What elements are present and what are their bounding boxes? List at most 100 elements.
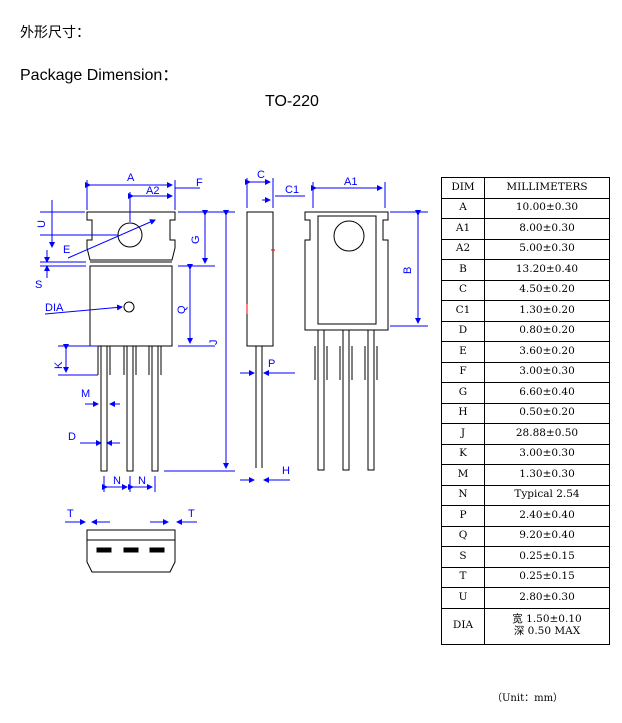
dia-width: 宽 1.50±0.10 (512, 613, 582, 626)
dim-cell: S (441, 546, 485, 568)
dia-depth: 深 0.50 MAX (513, 625, 581, 637)
dim-cell: M (441, 464, 485, 486)
millimeters-cell: 2.80±0.30 (484, 587, 610, 609)
millimeters-cell: 6.60±0.40 (484, 382, 610, 404)
millimeters-cell: 3.00±0.30 (484, 443, 610, 465)
millimeters-cell: Typical 2.54 (484, 484, 610, 506)
dim-cell: E (441, 341, 485, 363)
table-header-row: DIM MILLIMETERS (441, 177, 610, 199)
label-u: U (36, 220, 48, 228)
millimeters-cell: 5.00±0.30 (484, 238, 610, 260)
label-t1: T (67, 508, 74, 520)
label-t2: T (188, 508, 195, 520)
side-dimensions (240, 178, 305, 483)
package-name: TO-220 (265, 93, 319, 110)
millimeters-cell: 1.30±0.20 (484, 300, 610, 322)
dim-cell: H (441, 402, 485, 424)
label-m: M (81, 388, 90, 400)
label-s: S (35, 279, 42, 291)
millimeters-cell: 8.00±0.30 (484, 218, 610, 240)
millimeters-cell: 10.00±0.30 (484, 197, 610, 219)
header-dim: DIM (441, 177, 485, 199)
unit-note: （Unit：mm） (492, 693, 564, 704)
dim-cell: Q (441, 525, 485, 547)
millimeters-cell: 3.00±0.30 (484, 361, 610, 383)
label-a: A (127, 172, 135, 184)
back-view (304, 211, 389, 471)
label-g: G (190, 235, 202, 244)
dim-cell: N (441, 484, 485, 506)
label-b: B (402, 267, 414, 274)
dim-cell: G (441, 382, 485, 404)
millimeters-cell: 4.50±0.20 (484, 279, 610, 301)
label-c: C (257, 169, 265, 181)
label-k: K (53, 361, 65, 369)
millimeters-cell: 1.30±0.30 (484, 464, 610, 486)
millimeters-cell: 9.20±0.40 (484, 525, 610, 547)
dim-cell: A (441, 197, 485, 219)
label-n1: N (113, 475, 121, 487)
front-view (86, 211, 176, 472)
millimeters-cell: 0.25±0.15 (484, 566, 610, 588)
dim-cell: C (441, 279, 485, 301)
header-millimeters: MILLIMETERS (484, 177, 610, 199)
label-a2: A2 (146, 185, 159, 197)
label-e: E (63, 244, 70, 256)
bottom-view (86, 529, 176, 573)
dim-cell: U (441, 587, 485, 609)
dim-cell: B (441, 259, 485, 281)
back-dimensions (311, 182, 428, 327)
label-j: J (208, 340, 220, 346)
dim-cell: J (441, 423, 485, 445)
millimeters-cell: 28.88±0.50 (484, 423, 610, 445)
dim-cell: D (441, 320, 485, 342)
dimension-labels: A A2 F U E G S DIA Q J K M D N N C C1 P … (35, 169, 414, 520)
millimeters-cell: 0.80±0.20 (484, 320, 610, 342)
dim-cell: A2 (441, 238, 485, 260)
label-a1: A1 (344, 176, 357, 188)
label-q: Q (176, 305, 188, 314)
front-dimensions (40, 180, 235, 492)
title-english: Package Dimension： (20, 67, 179, 84)
package-drawing: A A2 F U E G S DIA Q J K M D N N C C1 P … (35, 169, 428, 573)
side-view (246, 211, 274, 468)
label-d: D (68, 431, 76, 443)
millimeters-cell: 0.50±0.20 (484, 402, 610, 424)
millimeters-cell: 0.25±0.15 (484, 546, 610, 568)
label-dia: DIA (45, 302, 64, 314)
label-p: P (268, 358, 275, 370)
dim-cell: P (441, 505, 485, 527)
label-n2: N (138, 475, 146, 487)
title-chinese: 外形尺寸： (20, 25, 90, 41)
millimeters-cell: 2.40±0.40 (484, 505, 610, 527)
dim-cell: C1 (441, 300, 485, 322)
dim-cell: DIA (441, 607, 485, 645)
label-f: F (196, 177, 203, 189)
label-c1: C1 (285, 184, 299, 196)
millimeters-cell: 3.60±0.20 (484, 341, 610, 363)
dim-cell: F (441, 361, 485, 383)
dim-cell: A1 (441, 218, 485, 240)
dim-cell: T (441, 566, 485, 588)
